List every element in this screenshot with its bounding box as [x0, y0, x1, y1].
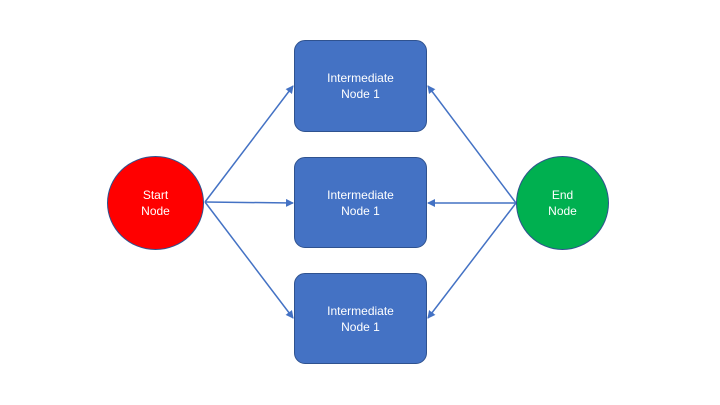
edge-start-to-intermediate-2 [204, 198, 294, 207]
edge-start-to-intermediate-1 [204, 85, 294, 203]
start-node[interactable]: Start Node [107, 156, 204, 250]
intermediate-node-2[interactable]: Intermediate Node 1 [294, 157, 427, 248]
edge-end-to-intermediate-1 [427, 85, 517, 204]
intermediate-node-1[interactable]: Intermediate Node 1 [294, 40, 427, 132]
edge-start-to-intermediate-3 [204, 201, 294, 319]
intermediate-node-3[interactable]: Intermediate Node 1 [294, 273, 427, 364]
end-node[interactable]: End Node [516, 156, 609, 250]
edge-end-to-intermediate-3 [427, 202, 517, 319]
